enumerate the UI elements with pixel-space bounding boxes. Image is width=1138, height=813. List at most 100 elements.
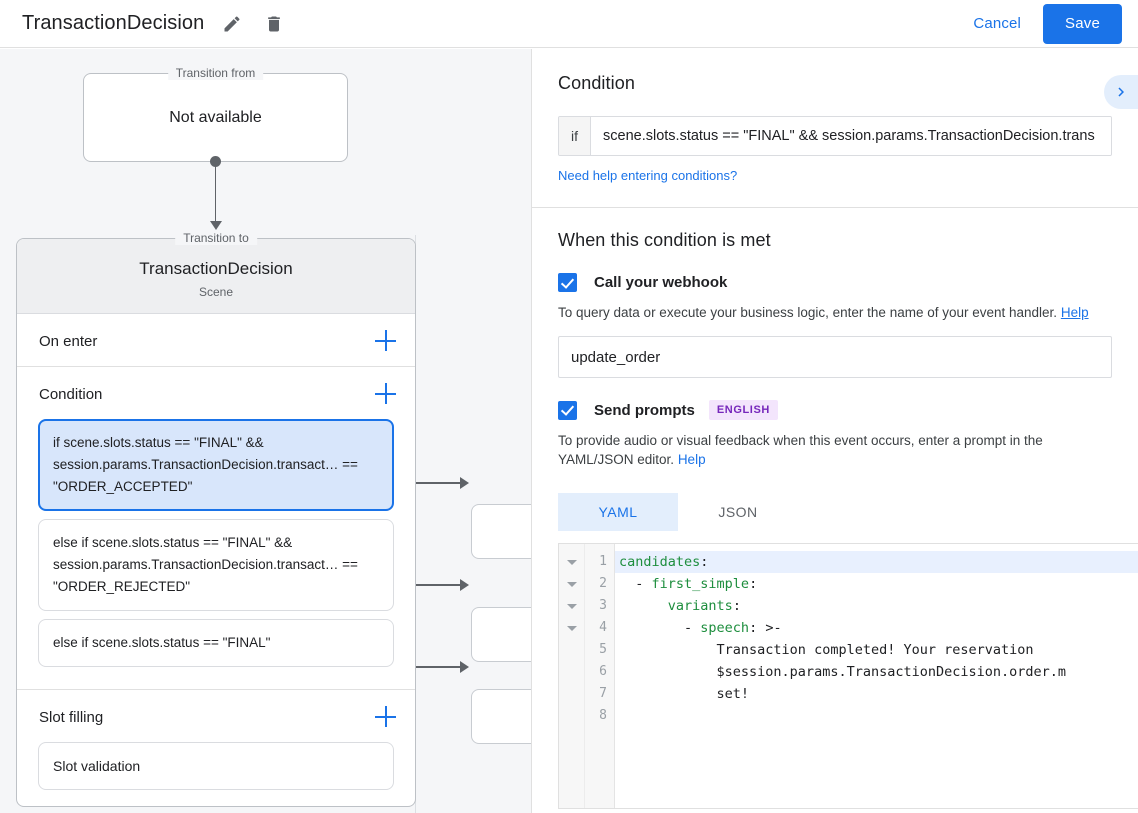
condition-list-item[interactable]: if scene.slots.status == "FINAL" && sess…: [38, 419, 394, 511]
pencil-icon[interactable]: [218, 10, 246, 38]
condition-list: if scene.slots.status == "FINAL" && sess…: [17, 419, 415, 689]
line-number: 3: [599, 598, 607, 613]
code-line: Transaction completed! Your reservation: [619, 642, 1034, 658]
tab-json[interactable]: JSON: [718, 504, 758, 520]
code-line: set!: [619, 686, 750, 702]
connector-arrow-3: [460, 660, 469, 673]
language-badge: ENGLISH: [708, 400, 778, 420]
call-webhook-hint-text: To query data or execute your business l…: [558, 305, 1058, 320]
fold-row: [559, 573, 584, 595]
fold-row: [559, 639, 584, 661]
when-met-heading: When this condition is met: [558, 230, 771, 250]
call-webhook-hint: To query data or execute your business l…: [558, 303, 1112, 322]
tab-yaml[interactable]: YAML: [558, 493, 678, 531]
page-title: TransactionDecision: [22, 12, 205, 34]
line-number: 2: [599, 576, 607, 591]
send-prompts-checkbox[interactable]: [558, 400, 577, 420]
call-webhook-help-link[interactable]: Help: [1060, 305, 1089, 320]
slot-filling-header: Slot filling: [17, 690, 415, 742]
editor-fold-gutter: [559, 544, 585, 808]
connector-line-1: [400, 482, 462, 484]
send-prompts-hint: To provide audio or visual feedback when…: [558, 431, 1112, 469]
code-line: $session.params.TransactionDecision.orde…: [619, 664, 1067, 680]
cancel-button[interactable]: Cancel: [961, 7, 1033, 40]
transition-from-node[interactable]: Transition from Not available: [83, 66, 348, 162]
panel-when-met-section: When this condition is met Call your web…: [532, 208, 1138, 531]
line-number: 6: [599, 664, 607, 679]
editor-code-area[interactable]: candidates: - first_simple: variants: - …: [615, 544, 1138, 808]
call-webhook-row: Call your webhook: [558, 273, 1112, 292]
connector-arrow-1: [460, 476, 469, 489]
trash-icon[interactable]: [260, 10, 288, 38]
add-on-enter-button[interactable]: [375, 330, 397, 352]
on-enter-header: On enter: [17, 314, 415, 366]
send-prompts-hint-text: To provide audio or visual feedback when…: [558, 433, 1043, 467]
scene-type: Scene: [198, 285, 234, 299]
fold-row: [559, 683, 584, 705]
webhook-handler-input[interactable]: [558, 336, 1112, 378]
condition-expression-input[interactable]: [591, 117, 1111, 155]
call-webhook-label: Call your webhook: [594, 274, 728, 291]
slot-filling-title: Slot filling: [39, 708, 104, 726]
line-number: 5: [599, 642, 607, 657]
editor-line-numbers: 1 2 3 4 5 6 7 8: [585, 544, 615, 808]
line-number: 4: [599, 620, 607, 635]
section-on-enter: On enter: [17, 314, 415, 367]
connector-arrow-2: [460, 578, 469, 591]
chevron-down-icon[interactable]: [566, 581, 577, 587]
chevron-right-icon[interactable]: [1104, 75, 1138, 109]
transition-to-legend: Transition to: [175, 231, 257, 245]
code-line: variants:: [667, 598, 741, 614]
scene-header: TransactionDecision Scene: [17, 239, 415, 314]
fold-row: [559, 595, 584, 617]
line-number: 7: [599, 686, 607, 701]
add-condition-button[interactable]: [375, 383, 397, 405]
scene-name: TransactionDecision: [139, 259, 293, 278]
fold-row: [559, 551, 584, 573]
chevron-down-icon[interactable]: [566, 625, 577, 631]
slot-filling-list-item[interactable]: Slot validation: [38, 742, 394, 790]
send-prompts-label: Send prompts: [594, 401, 695, 419]
condition-list-item[interactable]: else if scene.slots.status == "FINAL" &&…: [38, 519, 394, 611]
send-prompts-help-link[interactable]: Help: [677, 452, 706, 467]
connector-arrow-down: [209, 221, 222, 230]
code-line: candidates:: [615, 551, 1138, 573]
panel-condition-heading: Condition: [558, 73, 635, 93]
save-button[interactable]: Save: [1043, 3, 1122, 44]
slot-filling-list: Slot validation: [17, 742, 415, 806]
top-bar: TransactionDecision Cancel Save: [0, 0, 1138, 48]
connector-line-3: [400, 666, 462, 668]
fold-row: [559, 617, 584, 639]
condition-input-row[interactable]: if: [558, 116, 1112, 156]
connector-line-vertical: [214, 161, 217, 223]
call-webhook-checkbox[interactable]: [558, 273, 577, 292]
transition-from-legend: Transition from: [167, 66, 264, 80]
condition-if-label: if: [559, 117, 591, 155]
panel-divider: [532, 207, 1138, 208]
section-condition: Condition if scene.slots.status == "FINA…: [17, 367, 415, 690]
code-line: - first_simple:: [619, 576, 758, 592]
yaml-editor[interactable]: 1 2 3 4 5 6 7 8 candidates: - first_simp…: [558, 543, 1138, 809]
condition-header: Condition: [17, 367, 415, 419]
connector-line-2: [400, 584, 462, 586]
line-number: 8: [599, 708, 607, 723]
section-slot-filling: Slot filling Slot validation: [17, 690, 415, 806]
on-enter-title: On enter: [39, 332, 98, 350]
fold-row: [559, 661, 584, 683]
add-slot-filling-button[interactable]: [375, 706, 397, 728]
send-prompts-row: Send prompts ENGLISH: [558, 400, 1112, 420]
condition-title: Condition: [39, 385, 103, 403]
transition-to-card[interactable]: Transition to TransactionDecision Scene …: [16, 231, 416, 807]
condition-help-link[interactable]: Need help entering conditions?: [558, 168, 738, 183]
line-number: 1: [599, 554, 607, 569]
details-panel: Condition if Need help entering conditio…: [531, 49, 1138, 813]
fold-row: [559, 705, 584, 727]
transition-from-title: Not available: [169, 108, 262, 126]
panel-condition-section: Condition if Need help entering conditio…: [532, 49, 1138, 185]
condition-list-item[interactable]: else if scene.slots.status == "FINAL": [38, 619, 394, 667]
chevron-down-icon[interactable]: [566, 559, 577, 565]
chevron-down-icon[interactable]: [566, 603, 577, 609]
editor-format-tabs: YAML JSON: [558, 493, 1112, 531]
code-line: - speech: >-: [619, 620, 782, 636]
